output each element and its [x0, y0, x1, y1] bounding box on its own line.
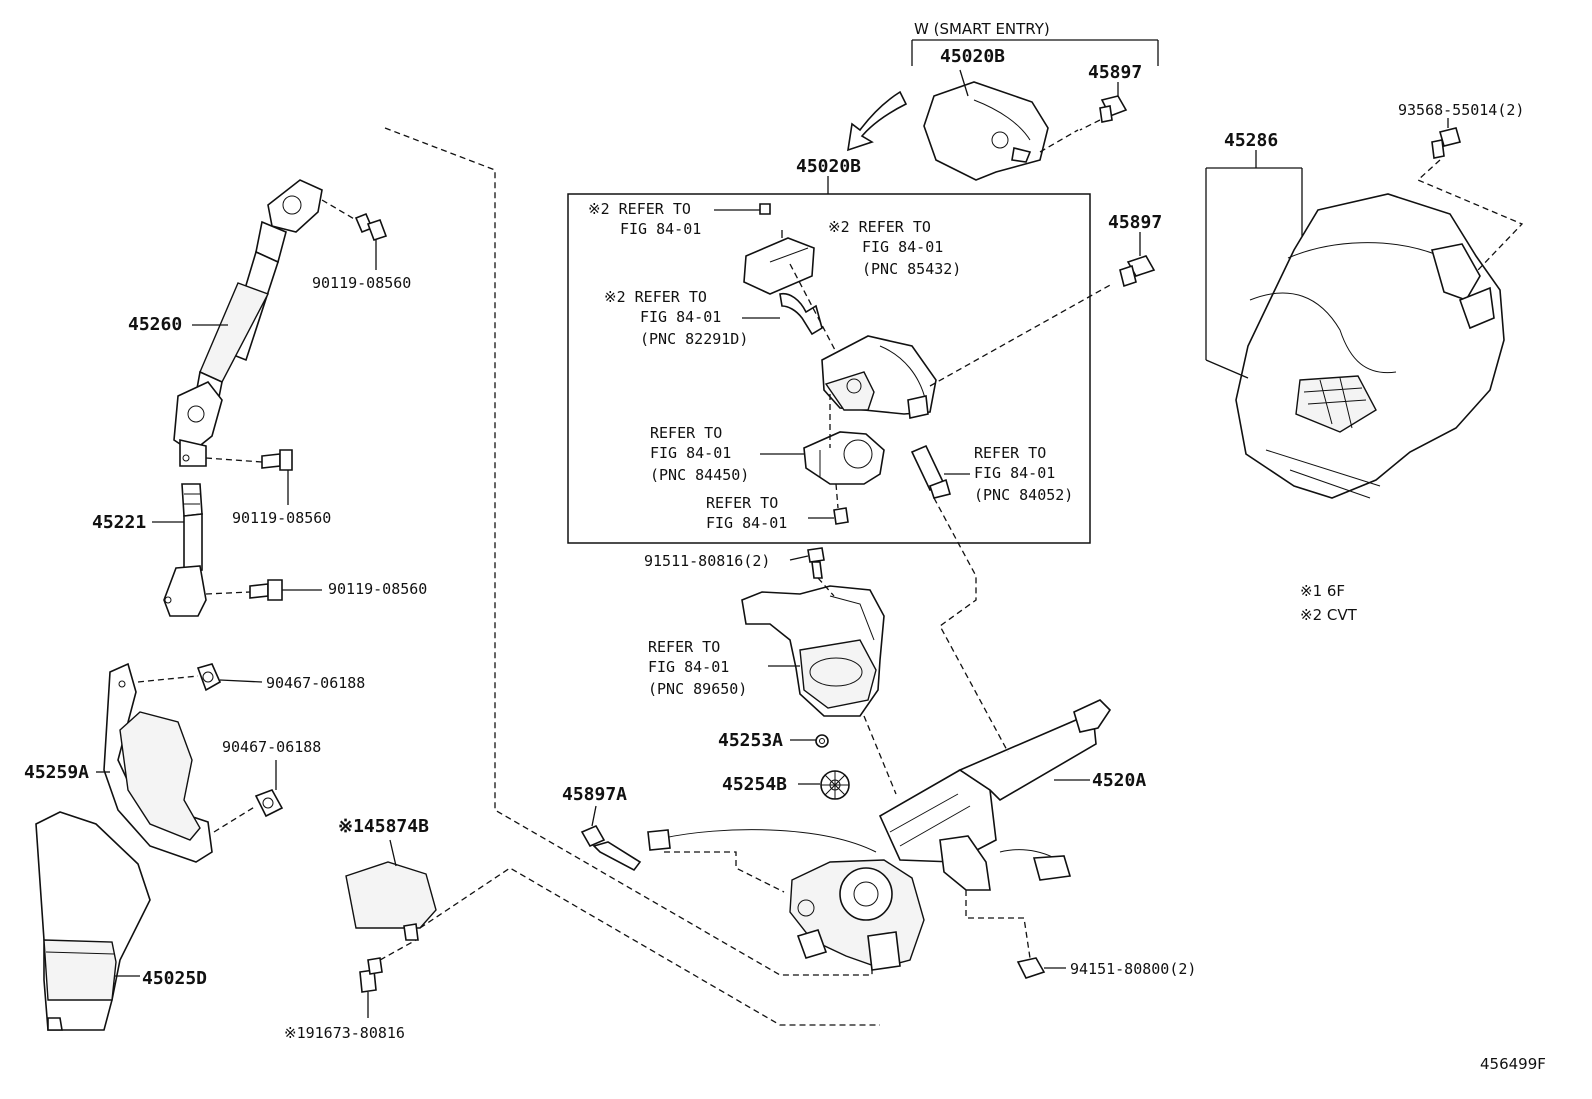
inset-lock-body — [821, 335, 937, 419]
harness-connector — [647, 829, 671, 851]
ref6-line2: FIG 84-01 — [706, 514, 787, 532]
lower-shaft-drawing — [163, 483, 207, 617]
ref6-line1: REFER TO — [706, 494, 778, 512]
label-bolt-switch: 91511-80816(2) — [644, 552, 770, 570]
ref5-line1: REFER TO — [974, 444, 1046, 462]
label-clip2: 90467-06188 — [222, 738, 321, 756]
lower-cover-drawing — [35, 811, 151, 1031]
inset-box — [567, 193, 1091, 544]
label-bolt-top: 90119-08560 — [312, 274, 411, 292]
lock-assembly-89650 — [741, 585, 885, 717]
bolt-91511-drawing — [807, 547, 825, 579]
inset-screw-small — [714, 203, 771, 215]
note-1: ※1 6F — [1300, 582, 1345, 600]
inset-switch-84450 — [760, 431, 885, 485]
ref-lock-line1: REFER TO — [648, 638, 720, 656]
steering-column-drawing — [789, 699, 1112, 971]
label-smart-45020B: 45020B — [940, 46, 1005, 67]
boot-drawing — [103, 662, 213, 863]
harness-drawing — [663, 829, 877, 853]
smart-entry-arrow — [847, 90, 908, 152]
clip2-drawing — [254, 760, 284, 818]
bolt-mid-drawing — [261, 449, 293, 505]
label-bolt-low: 90119-08560 — [328, 580, 427, 598]
ref4-line1: REFER TO — [650, 424, 722, 442]
inset-screw-45897 — [1119, 232, 1156, 288]
label-bolt-pad: ※191673-80816 — [284, 1024, 405, 1042]
inset-harness-82291D — [742, 292, 823, 336]
ref4-line2: FIG 84-01 — [650, 444, 731, 462]
label-45874B: ※145874B — [338, 816, 429, 837]
labels: W (SMART ENTRY) 45020B 45897 45020B 4589… — [24, 20, 1546, 1073]
ref1-line1: ※2 REFER TO — [588, 200, 691, 218]
pad-bolt-drawing — [359, 957, 383, 1018]
label-bolt-mid: 90119-08560 — [232, 509, 331, 527]
smart-entry-header: W (SMART ENTRY) — [914, 20, 1050, 38]
smart-entry-bracket — [911, 39, 1159, 66]
bolt-45897A-drawing — [580, 805, 642, 872]
inset-switch-85432 — [743, 230, 815, 295]
washer-45253A-drawing — [790, 734, 829, 748]
ref5-line3: (PNC 84052) — [974, 486, 1073, 504]
smart-entry-housing — [923, 69, 1049, 181]
label-45286: 45286 — [1224, 130, 1278, 151]
label-clip1: 90467-06188 — [266, 674, 365, 692]
ref2-line2: FIG 84-01 — [862, 238, 943, 256]
label-45260: 45260 — [128, 314, 182, 335]
diagram-id: 456499F — [1480, 1055, 1546, 1073]
ref1-line2: FIG 84-01 — [620, 220, 701, 238]
ref5-line2: FIG 84-01 — [974, 464, 1055, 482]
inset-screw-bottom — [808, 507, 849, 525]
note-2: ※2 CVT — [1300, 606, 1358, 624]
label-cover-screw: 93568-55014(2) — [1398, 101, 1524, 119]
ref4-line3: (PNC 84450) — [650, 466, 749, 484]
pad-drawing — [345, 839, 437, 941]
nut-94151-drawing — [1016, 957, 1066, 979]
label-inset-45020B: 45020B — [796, 156, 861, 177]
label-45253A: 45253A — [718, 730, 783, 751]
label-smart-45897: 45897 — [1088, 62, 1142, 83]
intermediate-shaft-drawing — [173, 179, 323, 467]
ref-lock-line2: FIG 84-01 — [648, 658, 729, 676]
ref3-line2: FIG 84-01 — [640, 308, 721, 326]
upper-cover-bracket — [1205, 150, 1303, 379]
ref-lock-line3: (PNC 89650) — [648, 680, 747, 698]
label-45259A: 45259A — [24, 762, 89, 783]
cover-screw-drawing — [1431, 118, 1461, 159]
smart-entry-screw — [1079, 82, 1128, 131]
ref2-line3: (PNC 85432) — [862, 260, 961, 278]
label-45254B: 45254B — [722, 774, 787, 795]
ref3-line1: ※2 REFER TO — [604, 288, 707, 306]
label-45221: 45221 — [92, 512, 146, 533]
label-4520A: 4520A — [1092, 770, 1146, 791]
bolt-low-drawing — [249, 579, 322, 601]
bolt-top-drawing — [354, 212, 388, 270]
label-inset-45897: 45897 — [1108, 212, 1162, 233]
ref3-line3: (PNC 82291D) — [640, 330, 748, 348]
clip1-drawing — [196, 663, 263, 692]
label-45025D: 45025D — [142, 968, 207, 989]
ref2-line1: ※2 REFER TO — [828, 218, 931, 236]
upper-cover-drawing — [1235, 193, 1505, 499]
label-nut: 94151-80800(2) — [1070, 960, 1196, 978]
gear-45254B-drawing — [798, 770, 850, 800]
inset-switch-84052 — [910, 444, 970, 499]
label-45897A: 45897A — [562, 784, 627, 805]
